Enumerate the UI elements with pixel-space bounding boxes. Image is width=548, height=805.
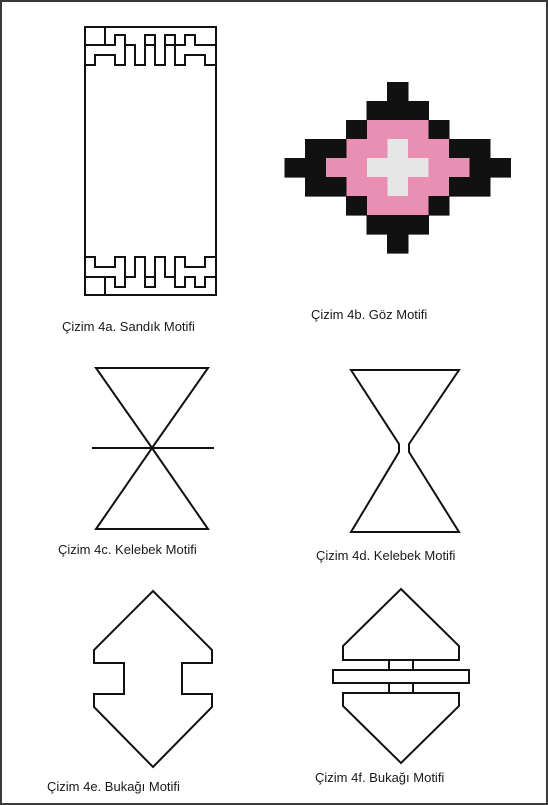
goz-outer-band bbox=[387, 82, 409, 102]
bukagi-motif-f-caption: Çizim 4f. Bukağı Motifi bbox=[315, 770, 444, 785]
kelebek-motif-d-caption: Çizim 4d. Kelebek Motifi bbox=[316, 548, 455, 563]
goz-inner-band bbox=[367, 158, 429, 178]
bukagi-motif-f-drawing bbox=[329, 586, 473, 766]
goz-outer-band bbox=[367, 101, 430, 121]
goz-outer-band bbox=[387, 234, 409, 254]
goz-motif-caption: Çizim 4b. Göz Motifi bbox=[311, 307, 427, 322]
goz-outer-band bbox=[367, 215, 430, 235]
goz-inner-band bbox=[388, 177, 409, 197]
goz-middle-band bbox=[367, 120, 429, 140]
goz-inner-band bbox=[388, 139, 409, 159]
bukagi-motif-e-drawing bbox=[88, 588, 218, 770]
sandik-motif-caption: Çizim 4a. Sandık Motifi bbox=[62, 319, 195, 334]
goz-middle-band bbox=[367, 196, 429, 216]
bukagi-motif-e-caption: Çizim 4e. Bukağı Motifi bbox=[47, 779, 180, 794]
kelebek-motif-c-caption: Çizim 4c. Kelebek Motifi bbox=[58, 542, 197, 557]
goz-motif-drawing bbox=[285, 82, 491, 294]
kelebek-motif-d-drawing bbox=[347, 366, 463, 536]
sandik-motif-drawing bbox=[82, 22, 222, 302]
kelebek-motif-c-drawing bbox=[90, 364, 216, 532]
